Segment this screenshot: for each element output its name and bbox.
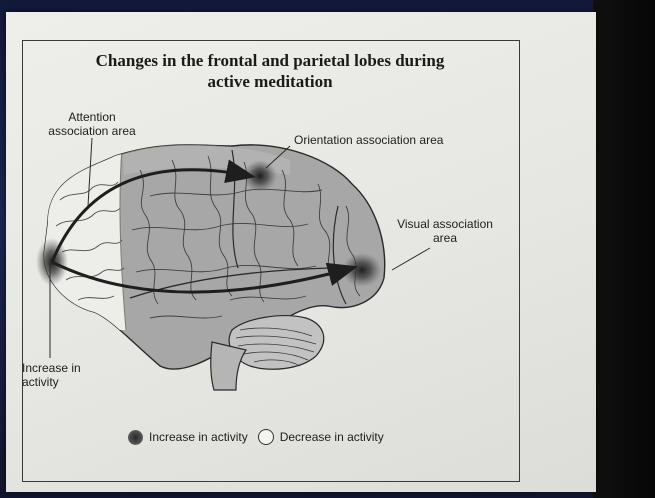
label-attention-line-1: Attention [47,110,137,124]
label-visual-line-1: Visual association [388,217,502,231]
label-attention-area: Attention association area [47,110,137,138]
label-attention-line-2: association area [47,124,137,138]
leader-visual [392,248,430,270]
label-orientation-area: Orientation association area [294,133,443,147]
legend-increase-label: Increase in activity [149,430,248,444]
label-visual-line-2: area [388,231,502,245]
decrease-activity-icon [258,429,274,445]
label-increase-line-1: Increase in [22,361,81,375]
label-increase-in-activity: Increase in activity [22,361,81,389]
label-increase-line-2: activity [22,375,81,389]
cerebellum [229,316,324,370]
increase-activity-icon [128,430,143,445]
legend: Increase in activity Decrease in activit… [128,427,384,447]
brainstem [211,342,246,390]
legend-decrease-label: Decrease in activity [280,430,384,444]
label-visual-area: Visual association area [388,217,502,245]
